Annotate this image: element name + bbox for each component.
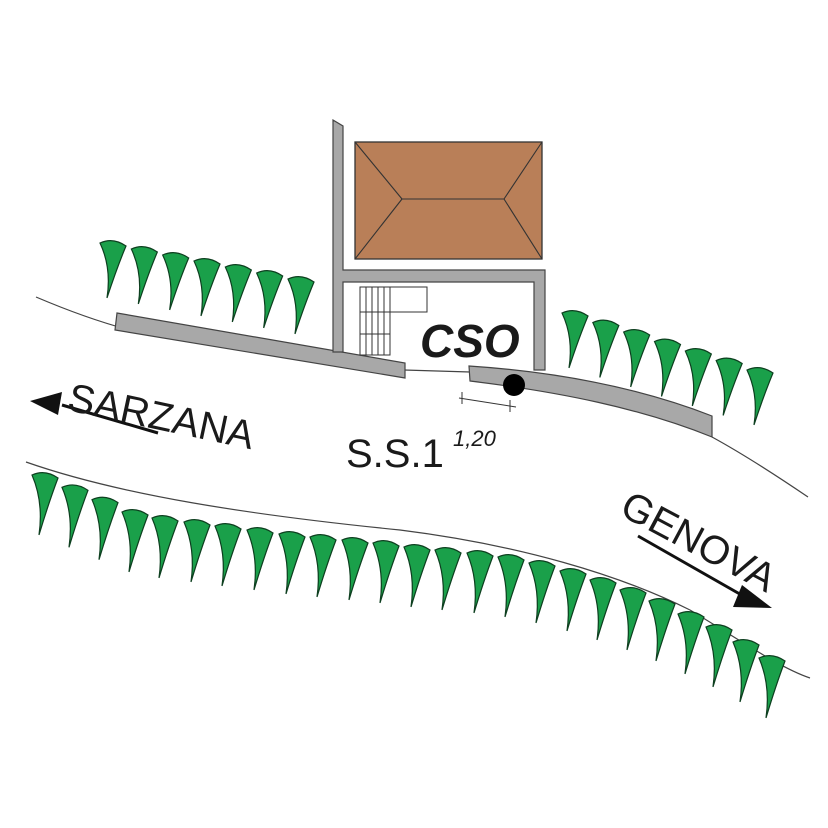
tree-icon [589,577,617,641]
tree-icon [559,568,587,632]
tree-icon [715,357,743,416]
tree-icon [732,639,760,703]
tree-icon [151,515,179,579]
tree-icon [61,484,89,548]
tree-icon [193,258,221,317]
destination-west: SARZANA [64,376,258,458]
road-edge-south [25,461,811,679]
tree-icon [214,523,242,587]
tree-icon [278,531,306,595]
wall-east [468,365,713,438]
tree-icon [309,534,337,598]
tree-icon [561,310,589,369]
tree-icon [677,611,705,675]
tree-icon [653,338,682,397]
distance-label: 1,20 [453,426,497,451]
tree-icon [592,319,620,378]
tree-icon [497,554,525,618]
arrow-right-icon [637,534,772,608]
vegetation [31,240,786,719]
tree-icon [758,655,786,719]
tree-icon [403,544,431,608]
tree-icon [372,540,400,604]
tree-icon [246,527,274,591]
road-name: S.S.1 [346,432,444,476]
tree-icon [619,587,647,651]
tree-icon [746,367,774,426]
tree-icon [161,252,190,311]
tree-icon [224,264,253,323]
tree-icon [466,550,494,614]
tree-icon [528,560,556,624]
building-label: CSO [420,315,520,367]
tree-icon [705,624,733,688]
tree-icon [130,246,159,305]
tree-icon [684,348,713,407]
tree-icon [255,270,284,329]
tree-icon [341,537,369,601]
wall-west [114,312,406,379]
destination-east: GENOVA [614,483,783,601]
tree-icon [31,472,59,536]
arrow-left-icon [30,392,159,435]
tree-icon [91,496,119,560]
tree-icon [121,509,149,573]
building-roof [354,141,543,260]
tree-icon [434,547,462,611]
staircase [359,286,428,356]
building-boundary-wall [332,118,546,371]
tree-icon [648,598,676,662]
distance-dimension [458,392,517,412]
tree-icon [183,519,211,583]
tree-icon [287,276,315,335]
tree-icon [622,329,651,388]
monitoring-point-icon [503,374,525,396]
tree-icon [99,240,127,299]
